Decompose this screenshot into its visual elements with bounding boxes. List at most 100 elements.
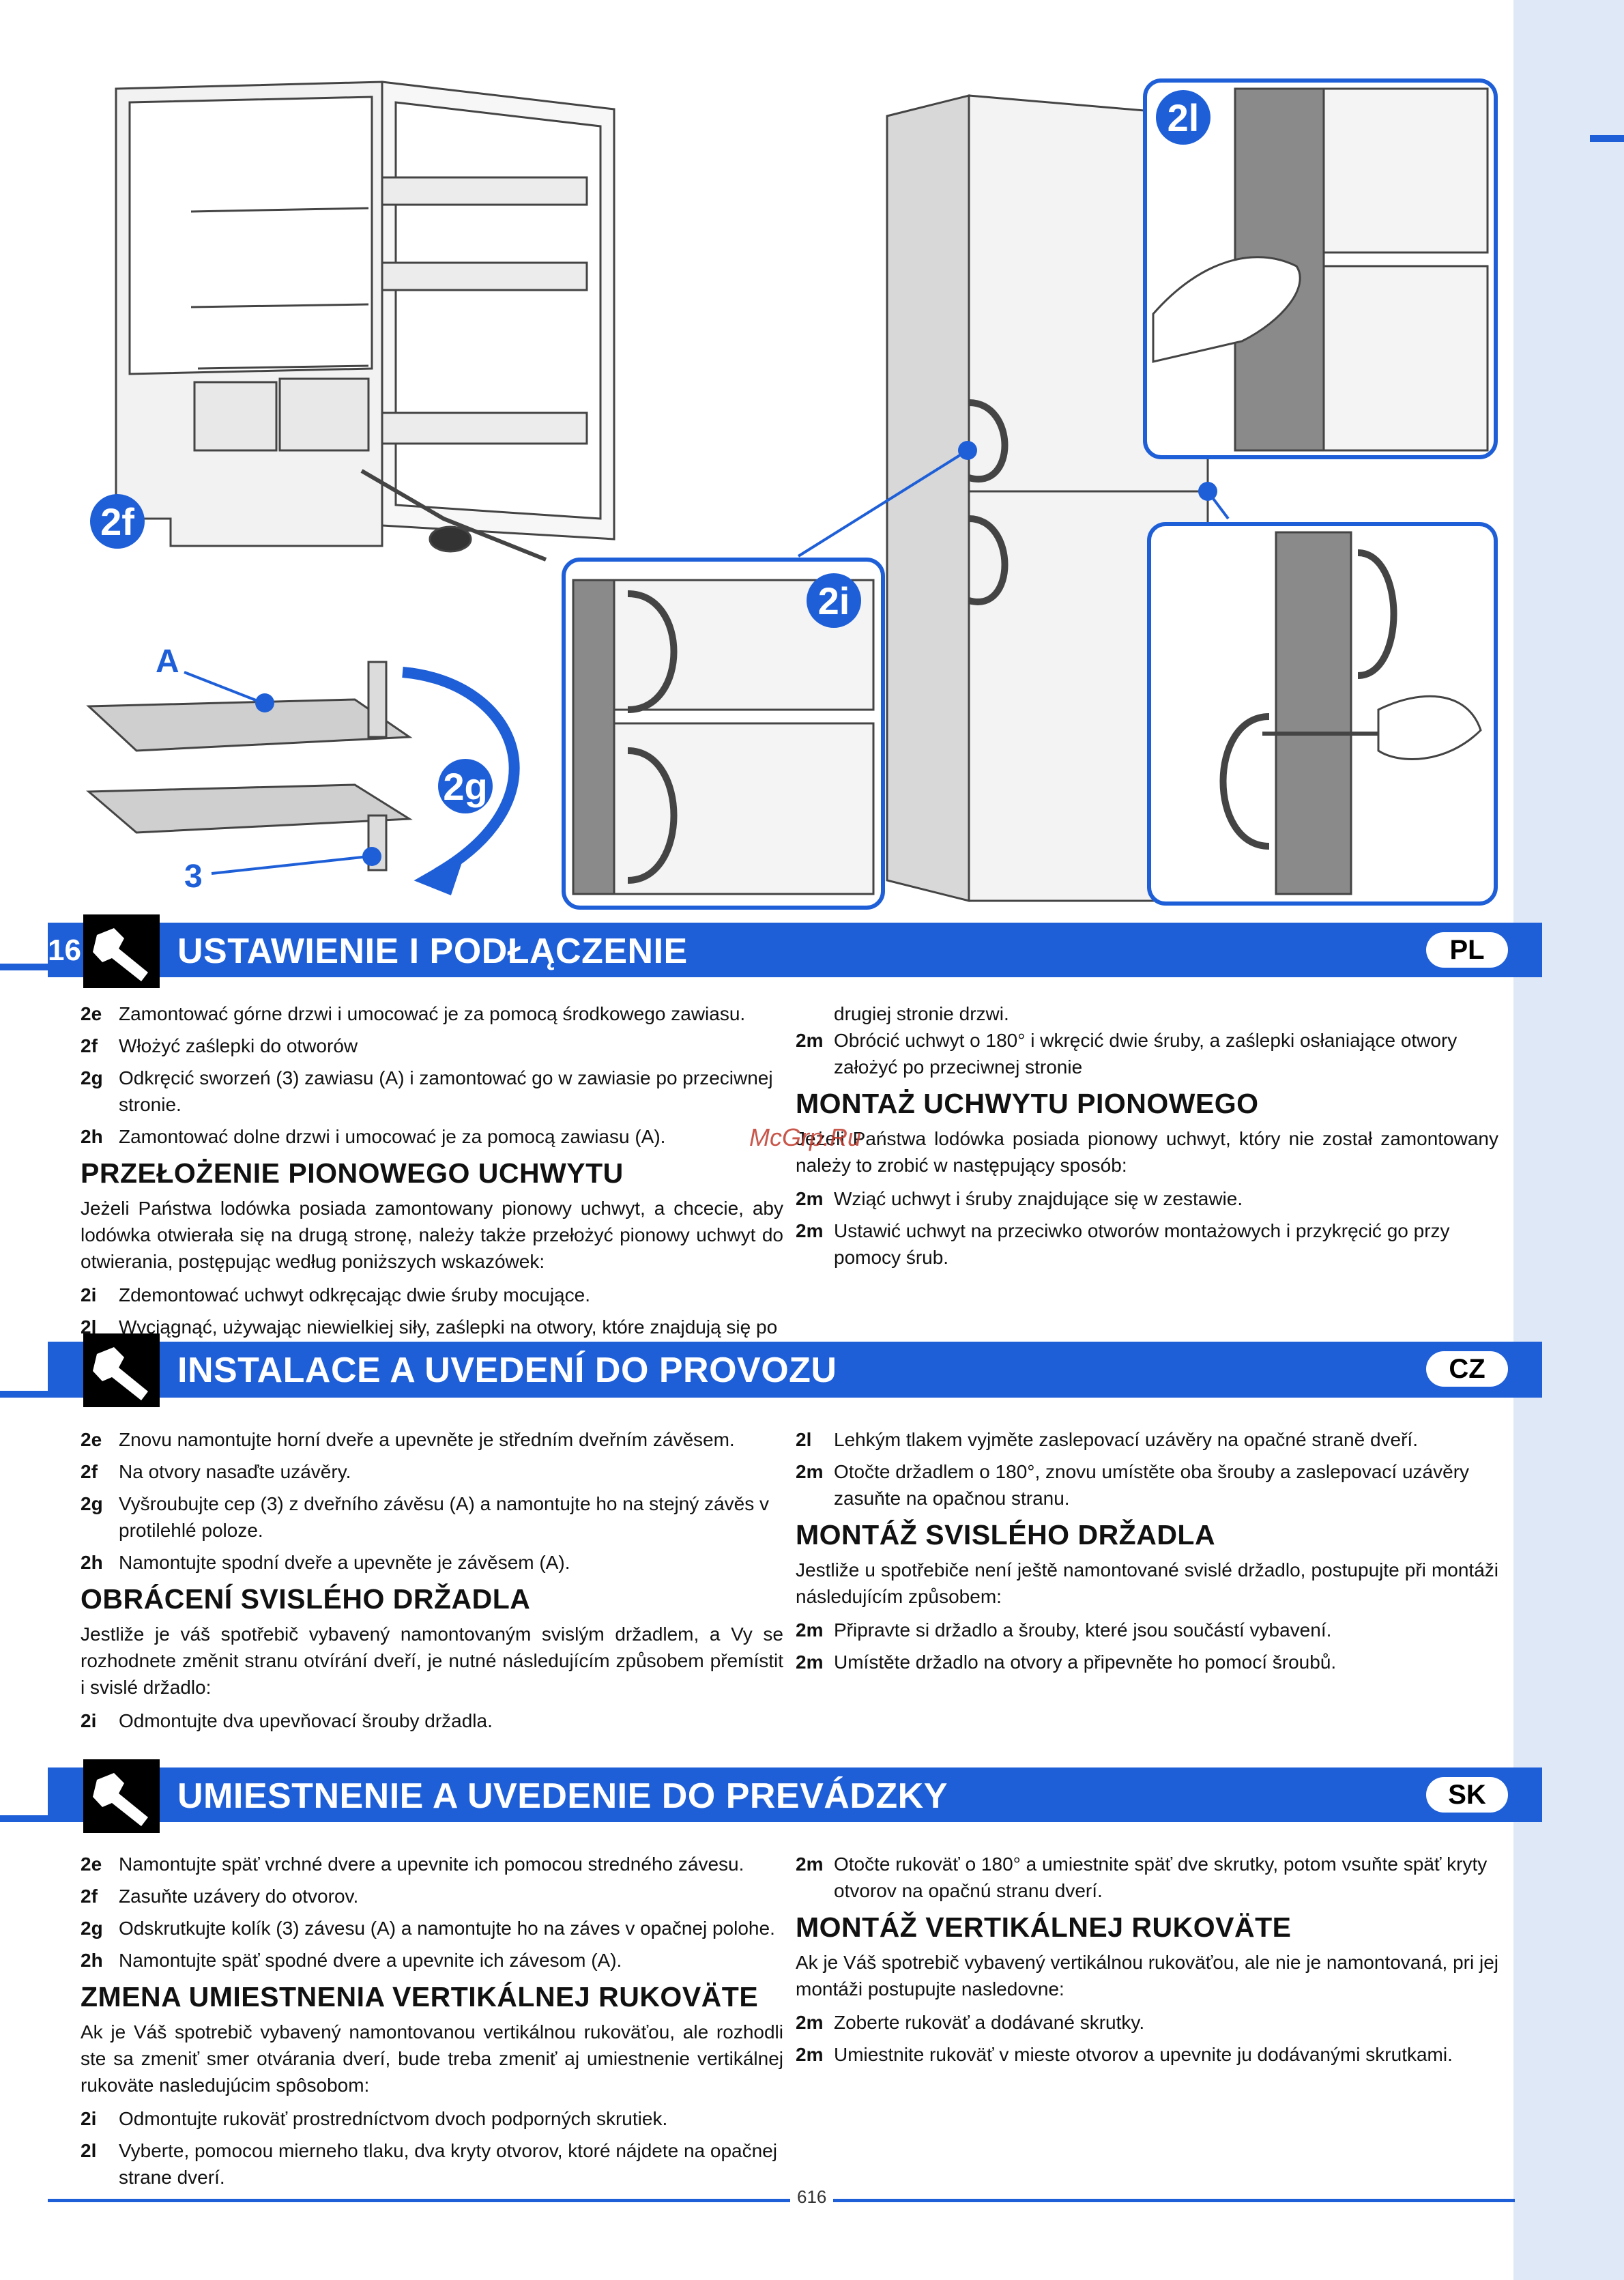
step-text: Připravte si držadlo a šrouby, které jso…: [834, 1619, 1332, 1641]
language-badge-pl: PL: [1426, 932, 1508, 968]
watermark-text: McGrp.Ru: [749, 1123, 862, 1151]
page-number: 16: [48, 934, 81, 967]
step-text: Wziąć uchwyt i śruby znajdujące się w ze…: [834, 1188, 1243, 1209]
sk-left-paragraph: Ak je Váš spotrebič vybavený namontovano…: [81, 2021, 783, 2096]
section-header-sk: UMIESTNENIE A UVEDENIE DO PREVÁDZKY SK: [48, 1759, 1542, 1833]
step-number: 2l: [81, 1316, 97, 1338]
instruction-step: 2m Otočte držadlem o 180°, znovu umístěte…: [796, 1458, 1498, 1512]
step-text: Obrócić uchwyt o 180° i wkręcić dwie śru…: [834, 1030, 1458, 1078]
instruction-step: 2e Namontujte späť vrchné dvere a upevnit…: [81, 1851, 783, 1877]
wrench-icon: [83, 914, 160, 988]
step-text: Odskrutkujte kolík (3) závesu (A) a namo…: [119, 1918, 775, 1939]
door-handle-illustration: [572, 579, 875, 895]
step-number: 2i: [81, 1710, 97, 1731]
screwdriver-handle-illustration: [1219, 531, 1482, 895]
step-number: 2i: [81, 2108, 97, 2129]
pl-right-heading: MONTAŻ UCHWYTU PIONOWEGO: [796, 1088, 1259, 1119]
instruction-step: 2g Odskrutkujte kolík (3) závesu (A) a na…: [81, 1915, 783, 1942]
sk-right-column: 2m Otočte rukoväť o 180° a umiestnite spä…: [796, 1851, 1498, 2073]
instruction-step: 2l Vyberte, pomocou mierneho tlaku, dva k…: [81, 2137, 783, 2191]
step-number: 2m: [796, 2012, 824, 2033]
step-number: 2e: [81, 1853, 102, 1875]
instruction-step: 2m Obrócić uchwyt o 180° i wkręcić dwie ś…: [796, 1027, 1498, 1080]
sk-right-paragraph: Ak je Váš spotrebič vybavený vertikálnou…: [796, 1952, 1498, 2000]
step-text: Znovu namontujte horní dveře a upevněte …: [119, 1429, 735, 1450]
step-text: Namontujte späť spodné dvere a upevnite …: [119, 1950, 622, 1971]
footer-rule: [48, 2199, 1515, 2202]
figure-label-2i: 2i: [818, 579, 850, 622]
step-text: Wyciągnąć, używając niewielkiej siły, za…: [119, 1316, 778, 1338]
fridge-open-illustration: [115, 81, 615, 562]
step-number: 2l: [81, 2140, 97, 2161]
step-number: 2f: [81, 1035, 98, 1056]
step-number: 2h: [81, 1950, 103, 1971]
step-number: 2l: [796, 1429, 812, 1450]
instruction-step: 2e Znovu namontujte horní dveře a upevnět…: [81, 1426, 783, 1453]
step-number: 2h: [81, 1552, 103, 1573]
step-text: Na otvory nasaďte uzávěry.: [119, 1461, 351, 1482]
screw-hand-illustration: [1152, 87, 1489, 452]
footer-page-code: 616: [790, 2187, 834, 2208]
section-title-cz: INSTALACE A UVEDENÍ DO PROVOZU: [177, 1351, 837, 1390]
step-number: 2m: [796, 1853, 824, 1875]
figure-label-2g: 2g: [443, 765, 487, 808]
step-number: 2m: [796, 1030, 824, 1051]
step-number: 2m: [796, 2044, 824, 2065]
callout-3: 3: [184, 858, 203, 895]
step-number: 2f: [81, 1461, 98, 1482]
step-text: Zdemontować uchwyt odkręcając dwie śruby…: [119, 1284, 590, 1305]
step-text: Ustawić uchwyt na przeciwko otworów mont…: [834, 1220, 1450, 1268]
instruction-step: 2f Na otvory nasaďte uzávěry.: [81, 1458, 783, 1485]
step-text: Vyberte, pomocou mierneho tlaku, dva kry…: [119, 2140, 777, 2188]
cz-right-heading: MONTÁŽ SVISLÉHO DRŽADLA: [796, 1519, 1216, 1550]
step-text: Odmontujte rukoväť prostredníctvom dvoch…: [119, 2108, 668, 2129]
side-margin-strip: [1513, 0, 1624, 2280]
step-text: Zasuňte uzávery do otvorov.: [119, 1886, 359, 1907]
step-text: Otočte rukoväť o 180° a umiestnite späť …: [834, 1853, 1488, 1901]
language-badge-sk: SK: [1426, 1777, 1508, 1813]
side-tab-marker: [1590, 135, 1624, 142]
step-text: Zamontować dolne drzwi i umocować je za …: [119, 1126, 666, 1147]
sk-left-column: 2e Namontujte späť vrchné dvere a upevnit…: [81, 1851, 783, 2196]
instruction-step: 2f Włożyć zaślepki do otworów: [81, 1033, 783, 1059]
step-number: 2m: [796, 1461, 824, 1482]
step-text: Włożyć zaślepki do otworów: [119, 1035, 358, 1056]
step-number: 2m: [796, 1619, 824, 1641]
step-number: 2e: [81, 1429, 102, 1450]
step-number: 2m: [796, 1651, 824, 1673]
step-number: 2g: [81, 1493, 103, 1514]
figure-label-2f: 2f: [100, 500, 134, 543]
instruction-step: 2m Připravte si držadlo a šrouby, které j…: [796, 1617, 1498, 1643]
wrench-icon: [83, 1759, 160, 1833]
section-title-sk: UMIESTNENIE A UVEDENIE DO PREVÁDZKY: [177, 1776, 948, 1816]
language-badge-cz: CZ: [1426, 1351, 1508, 1387]
step-text: Otočte držadlem o 180°, znovu umístěte o…: [834, 1461, 1470, 1509]
step-text: Zamontować górne drzwi i umocować je za …: [119, 1003, 746, 1024]
pl-right-paragraph: Jeżeli Państwa lodówka posiada pionowy u…: [796, 1128, 1498, 1176]
pl-right-continuation: drugiej stronie drzwi.: [834, 1003, 1009, 1024]
step-text: Umístěte držadlo na otvory a připevněte …: [834, 1651, 1337, 1673]
step-number: 2g: [81, 1918, 103, 1939]
sk-left-heading: ZMENA UMIESTNENIA VERTIKÁLNEJ RUKOVÄTE: [81, 1981, 759, 2012]
instruction-step: 2m Umístěte držadlo na otvory a připevnět…: [796, 1649, 1498, 1675]
step-text: Namontujte späť vrchné dvere a upevnite …: [119, 1853, 744, 1875]
pl-left-heading: PRZEŁOŻENIE PIONOWEGO UCHWYTU: [81, 1157, 624, 1189]
instruction-step: 2l Wyciągnąć, używając niewielkiej siły, …: [81, 1314, 783, 1340]
instruction-step: 2i Odmontujte rukoväť prostredníctvom dvo…: [81, 2105, 783, 2132]
step-number: 2f: [81, 1886, 98, 1907]
step-text: Odkręcić sworzeń (3) zawiasu (A) i zamon…: [119, 1067, 773, 1115]
cz-right-paragraph: Jestliže u spotřebiče není ještě namonto…: [796, 1559, 1498, 1607]
step-number: 2h: [81, 1126, 103, 1147]
